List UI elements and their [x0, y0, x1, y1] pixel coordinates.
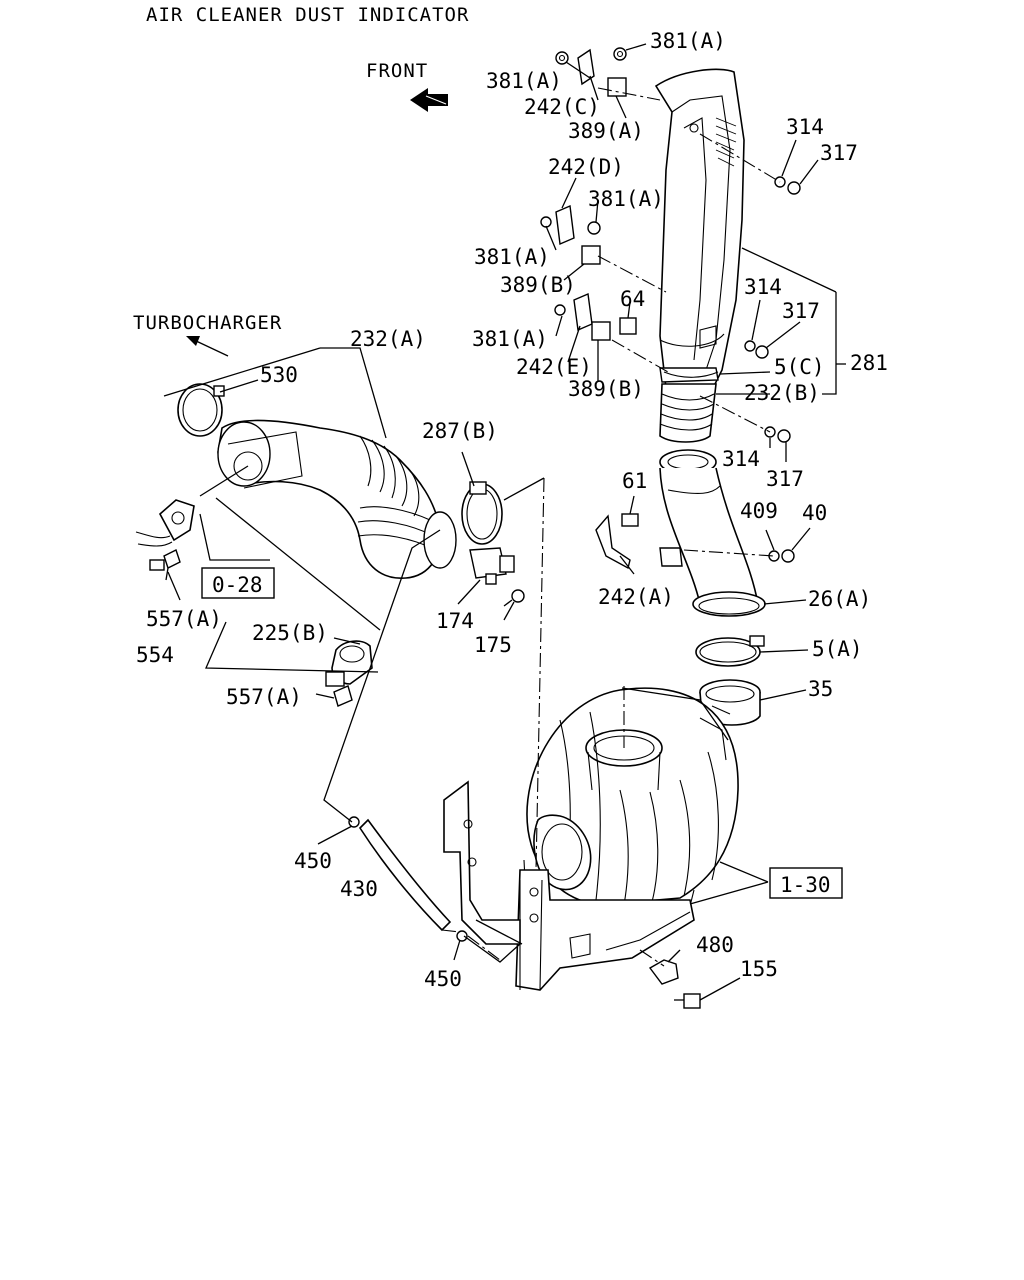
front-annotation: FRONT	[366, 60, 428, 82]
front-arrow-icon	[410, 88, 448, 112]
air-cleaner-assembly	[523, 687, 739, 921]
sensor-174	[469, 547, 515, 585]
label-5a: 5(A)	[812, 637, 863, 661]
label-287b: 287(B)	[422, 419, 498, 443]
label-5c: 5(C)	[774, 355, 825, 379]
clamp-5a	[695, 635, 765, 667]
label-281: 281	[850, 351, 888, 375]
label-26a: 26(A)	[808, 587, 871, 611]
label-61: 61	[622, 469, 647, 493]
clamp-530	[177, 383, 225, 437]
turbocharger-annotation: TURBOCHARGER	[133, 312, 282, 334]
label-409: 409	[740, 499, 778, 523]
air-cleaner-bracket	[443, 780, 695, 991]
label-557a-b: 557(A)	[226, 685, 302, 709]
snorkel-bellows	[659, 383, 717, 443]
label-174: 174	[436, 609, 474, 633]
dust-indicator-225b	[325, 640, 373, 707]
ref-box-0-28-label[interactable]: 0-28	[212, 573, 263, 597]
intake-hose-232a	[217, 419, 457, 579]
label-389b-b: 389(B)	[568, 377, 644, 401]
label-242e: 242(E)	[516, 355, 592, 379]
part-labels: 381(A) 381(A) 242(C) 389(A) 314 317 242(…	[136, 29, 888, 991]
label-389b-a: 389(B)	[500, 273, 576, 297]
ref-box-1-30[interactable]	[769, 867, 843, 899]
connection-lines	[199, 87, 781, 967]
label-381a-mid-right: 381(A)	[588, 187, 664, 211]
label-530: 530	[260, 363, 298, 387]
label-381a-low-left: 381(A)	[472, 327, 548, 351]
lower-elbow-duct	[659, 449, 766, 617]
label-381a-top-left: 381(A)	[486, 69, 562, 93]
label-450-b: 450	[424, 967, 462, 991]
turbocharger-arrow-icon	[186, 336, 229, 357]
label-232a: 232(A)	[350, 327, 426, 351]
label-317-c: 317	[766, 467, 804, 491]
label-317-b: 317	[782, 299, 820, 323]
label-242c: 242(C)	[524, 95, 600, 119]
clamp-5c	[663, 371, 719, 378]
label-314-c: 314	[722, 447, 760, 471]
label-381a-mid-left: 381(A)	[474, 245, 550, 269]
label-314-b: 314	[744, 275, 782, 299]
intake-snorkel-duct	[654, 68, 745, 389]
label-554: 554	[136, 643, 174, 667]
ref-box-0-28[interactable]	[201, 567, 275, 599]
label-450-a: 450	[294, 849, 332, 873]
hardware-fasteners	[540, 47, 801, 1009]
label-381a-top-right: 381(A)	[650, 29, 726, 53]
hose-430	[348, 816, 468, 942]
label-175: 175	[474, 633, 512, 657]
leader-lines	[163, 43, 846, 1001]
ref-box-1-30-label[interactable]: 1-30	[780, 873, 831, 897]
indicator-mount-557a	[135, 499, 195, 581]
label-242a: 242(A)	[598, 585, 674, 609]
label-35: 35	[808, 677, 833, 701]
screw-175	[503, 589, 525, 607]
label-389a: 389(A)	[568, 119, 644, 143]
label-557a-a: 557(A)	[146, 607, 222, 631]
label-40: 40	[802, 501, 827, 525]
label-232b: 232(B)	[744, 381, 820, 405]
clamp-287b	[461, 481, 503, 545]
label-430: 430	[340, 877, 378, 901]
diagram-title: AIR CLEANER DUST INDICATOR	[146, 4, 469, 26]
label-64: 64	[620, 287, 645, 311]
label-242d: 242(D)	[548, 155, 624, 179]
label-225b: 225(B)	[252, 621, 328, 645]
label-317-a: 317	[820, 141, 858, 165]
label-314-a: 314	[786, 115, 824, 139]
label-155: 155	[740, 957, 778, 981]
label-480: 480	[696, 933, 734, 957]
